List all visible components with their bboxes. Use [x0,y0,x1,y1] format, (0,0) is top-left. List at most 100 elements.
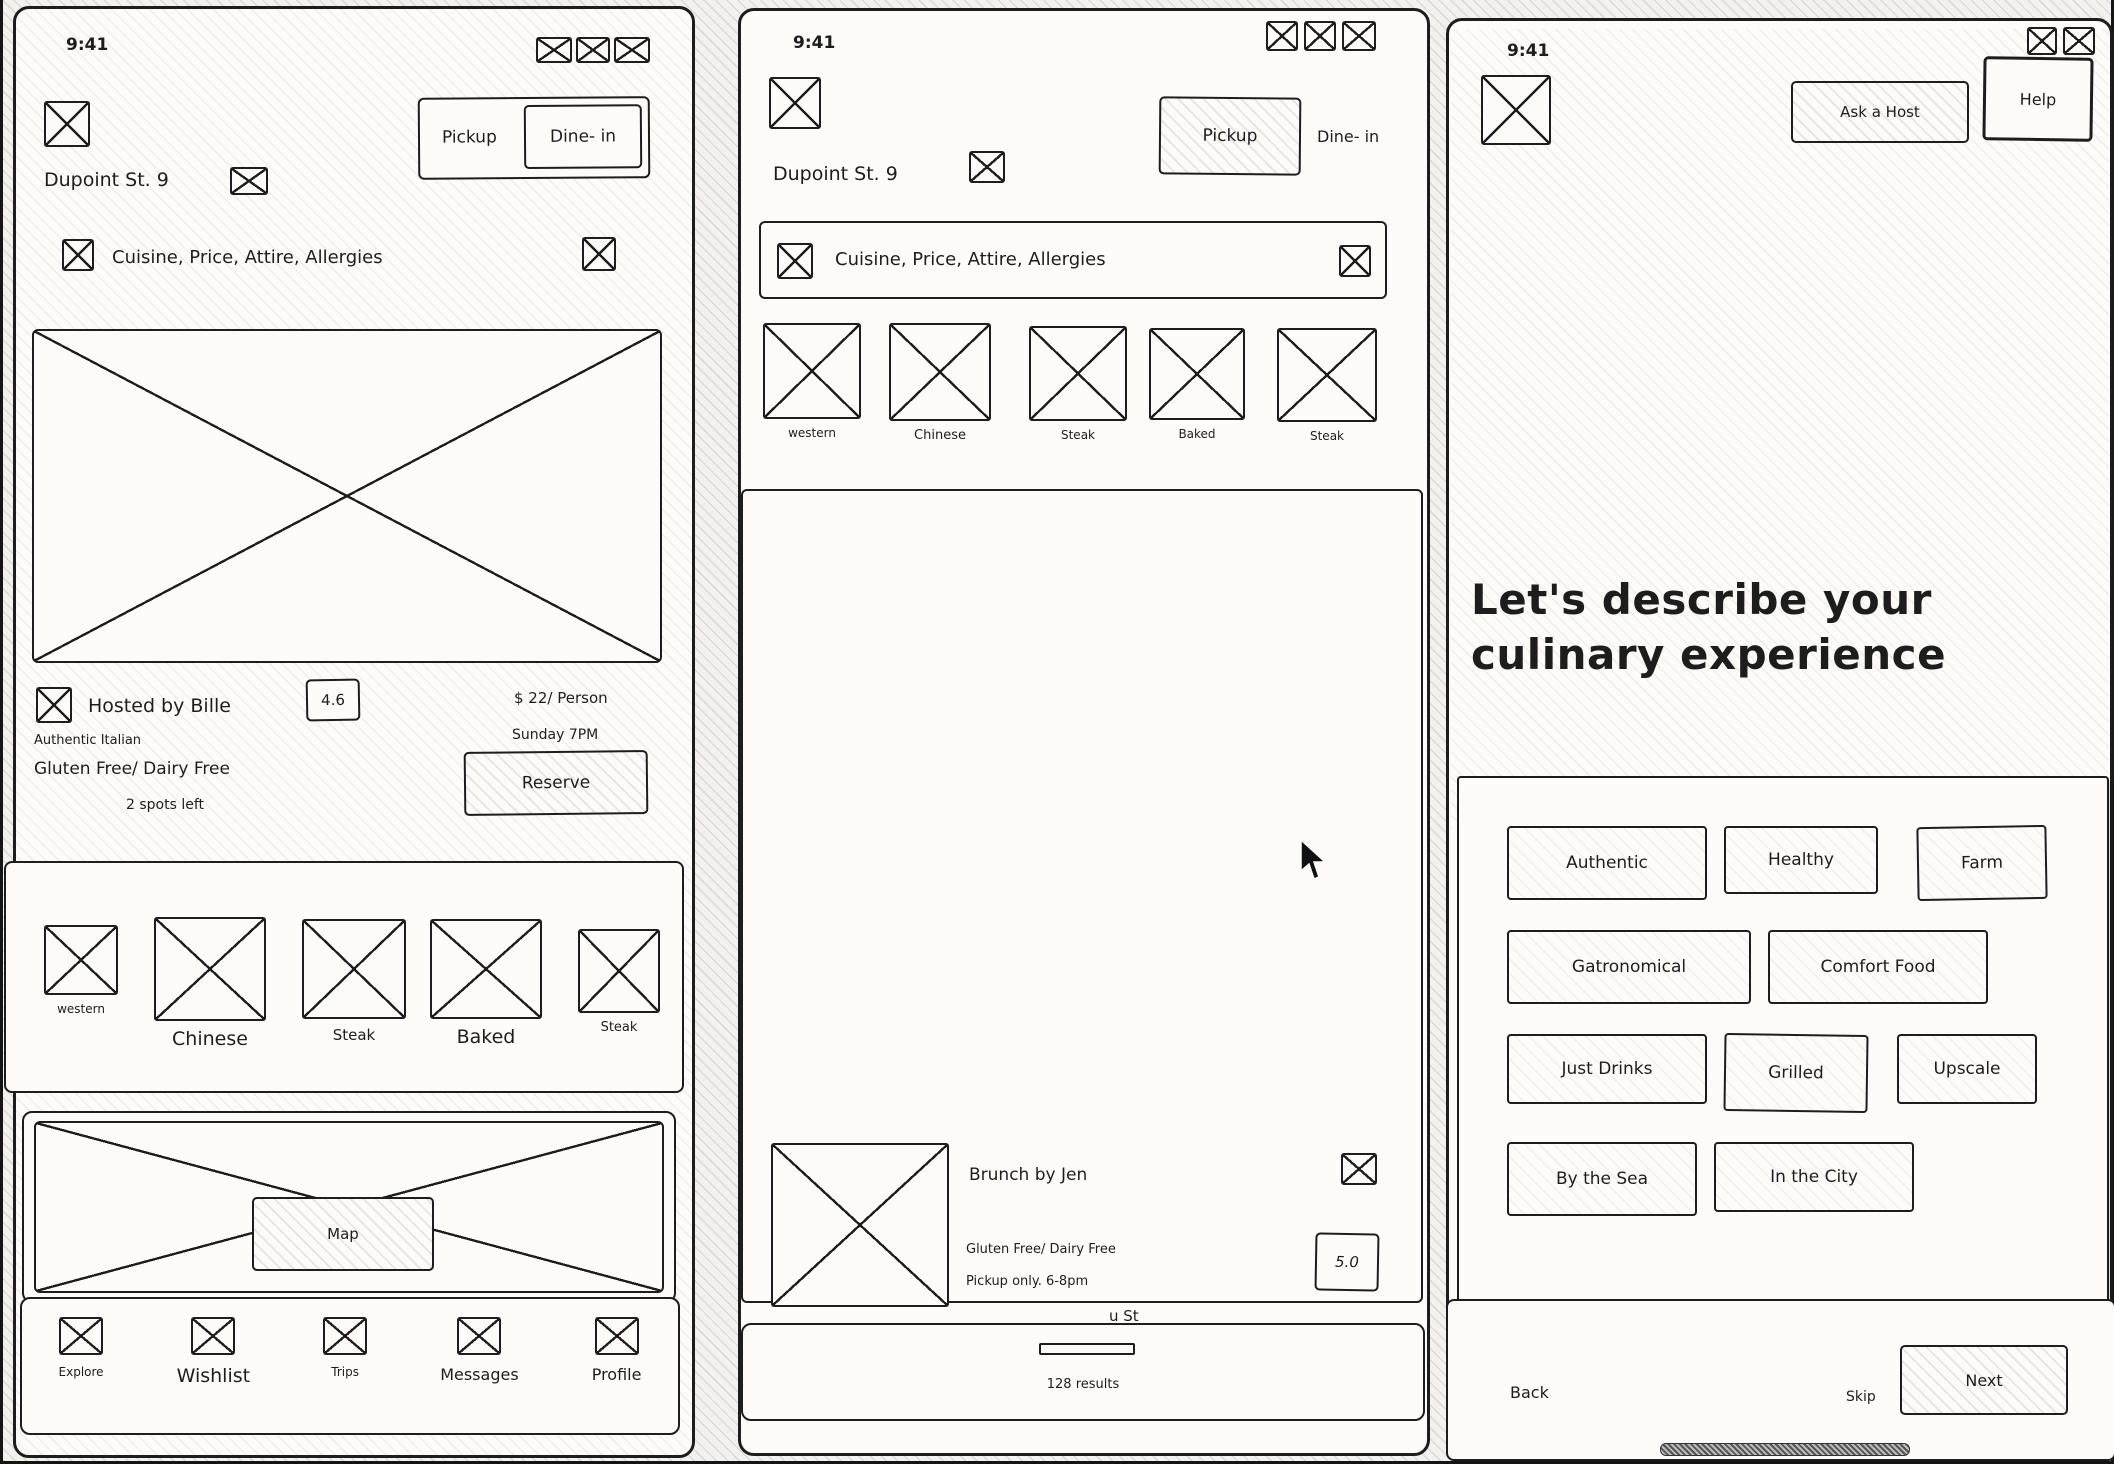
nav-item-trips[interactable]: Trips [323,1317,368,1379]
skip-button[interactable]: Skip [1846,1389,1876,1405]
nav-label: Profile [591,1365,642,1384]
nav-item-messages[interactable]: Messages [440,1317,519,1384]
category-panel: western Chinese Steak Baked Steak [4,861,684,1093]
home-indicator[interactable] [1660,1443,1910,1456]
status-time: 9:41 [66,35,109,55]
category-item-baked[interactable]: Baked [1149,328,1245,441]
status-icon [536,37,572,63]
nav-label: Messages [440,1365,519,1384]
category-baked-image [1149,328,1245,420]
category-steak-image [302,919,406,1019]
listing-thumb-placeholder [771,1143,949,1307]
listing-rating-badge: 5.0 [1314,1232,1380,1292]
category-item-steak[interactable]: Steak [302,919,406,1044]
listing-image-placeholder[interactable] [32,329,662,663]
chip-gatronomical[interactable]: Gatronomical [1507,930,1751,1004]
category-baked-image [430,919,542,1019]
logo-image-placeholder[interactable] [769,77,821,129]
category-western-image [763,323,861,419]
status-icon [614,37,650,63]
back-button[interactable]: Back [1510,1383,1549,1402]
host-avatar-placeholder[interactable] [36,687,72,723]
category-item-baked[interactable]: Baked [430,919,542,1048]
search-placeholder[interactable]: Cuisine, Price, Attire, Allergies [835,249,1106,270]
wishlist-icon [191,1317,236,1355]
toggle-dinein-button[interactable]: Dine- in [523,104,643,170]
category-item-steak-2[interactable]: Steak [1277,328,1377,443]
profile-icon [594,1317,639,1355]
category-steak2-image [1277,328,1377,422]
chip-healthy[interactable]: Healthy [1724,826,1878,894]
messages-icon [457,1317,502,1355]
location-dropdown-icon[interactable] [230,167,268,195]
chip-row: By the Sea In the City [1507,1142,2071,1216]
nav-item-wishlist[interactable]: Wishlist [176,1317,251,1387]
nav-label: Wishlist [176,1365,251,1387]
nav-label: Trips [331,1365,359,1379]
chip-upscale[interactable]: Upscale [1897,1034,2037,1104]
category-label: Chinese [172,1028,248,1050]
chip-in-the-city[interactable]: In the City [1714,1142,1914,1212]
search-placeholder[interactable]: Cuisine, Price, Attire, Allergies [112,247,383,268]
category-label: Baked [456,1026,516,1048]
pickup-button[interactable]: Pickup [1158,96,1302,176]
cuisine-label: Authentic Italian [34,733,142,748]
chip-comfort-food[interactable]: Comfort Food [1768,930,1988,1004]
results-sheet: 128 results [741,1323,1425,1421]
page-title: Let's describe your culinary experience [1471,575,1947,679]
logo-image-placeholder[interactable] [44,101,90,147]
category-item-steak-2[interactable]: Steak [578,929,660,1035]
category-label: Steak [1309,429,1344,443]
listing-hours: Pickup only. 6-8pm [961,1273,1094,1290]
chip-row: Just Drinks Grilled Upscale [1507,1032,2071,1114]
chip-authentic[interactable]: Authentic [1507,826,1707,900]
search-icon[interactable] [62,239,94,271]
location-label[interactable]: Dupoint St. 9 [773,163,898,185]
status-icon [2063,27,2095,55]
ask-host-button[interactable]: Ask a Host [1791,81,1969,143]
category-label: Baked [1178,427,1216,441]
toggle-pickup-label[interactable]: Pickup [441,127,497,148]
category-label: Steak [600,1020,638,1035]
chip-grilled[interactable]: Grilled [1723,1032,1869,1114]
category-western-image [44,925,118,995]
help-button[interactable]: Help [1982,56,2094,142]
logo-image-placeholder[interactable] [1481,75,1551,145]
map-card: Map [22,1111,676,1303]
category-item-steak[interactable]: Steak [1029,326,1127,442]
category-item-chinese[interactable]: Chinese [154,917,266,1050]
chip-by-the-sea[interactable]: By the Sea [1507,1142,1697,1216]
location-label[interactable]: Dupoint St. 9 [44,169,169,191]
favorite-icon[interactable] [1341,1153,1377,1185]
drag-handle[interactable] [1039,1343,1135,1355]
filter-icon[interactable] [582,237,616,271]
reserve-button[interactable]: Reserve [463,750,649,816]
category-steak2-image [578,929,660,1013]
chip-just-drinks[interactable]: Just Drinks [1507,1034,1707,1104]
nav-item-profile[interactable]: Profile [591,1317,642,1384]
order-mode-toggle[interactable]: Pickup Dine- in [417,96,651,180]
category-label: Steak [332,1026,376,1044]
category-item-western[interactable]: western [763,323,861,440]
dietary-label: Gluten Free/ Dairy Free [34,759,230,779]
chip-farm[interactable]: Farm [1916,824,2048,902]
status-icon [1304,21,1336,51]
status-time: 9:41 [793,33,836,53]
category-item-chinese[interactable]: Chinese [889,323,991,443]
availability-label: 2 spots left [126,797,205,813]
search-bar[interactable]: Cuisine, Price, Attire, Allergies [759,221,1387,299]
next-button[interactable]: Next [1900,1345,2068,1415]
map-button[interactable]: Map [252,1197,434,1271]
category-label: Steak [1060,428,1095,442]
nav-item-explore[interactable]: Explore [59,1317,104,1379]
search-icon[interactable] [777,243,813,279]
dinein-label[interactable]: Dine- in [1317,127,1380,146]
street-label: u St [1109,1307,1139,1325]
category-item-western[interactable]: western [44,925,118,1016]
filter-icon[interactable] [1339,245,1371,277]
listing-card[interactable]: Brunch by Jen Gluten Free/ Dairy Free Pi… [741,489,1423,1307]
schedule-label: Sunday 7PM [512,727,599,743]
rating-badge: 4.6 [305,678,361,722]
bottom-nav: Explore Wishlist Trips Messages Profile [20,1297,680,1435]
location-dropdown-icon[interactable] [969,151,1005,183]
